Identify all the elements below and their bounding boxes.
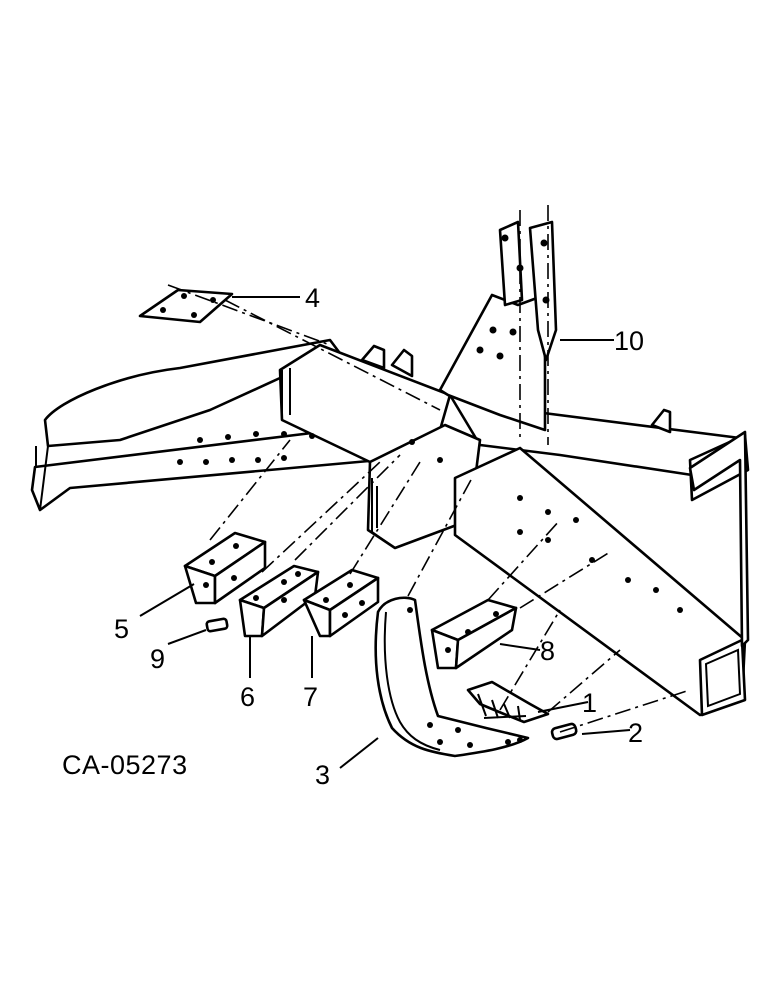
callout-4: 4 <box>305 283 320 313</box>
assembly-centerlines <box>167 205 691 733</box>
callout-8: 8 <box>540 636 555 666</box>
hitch-mast <box>438 220 558 432</box>
bracket-5 <box>183 531 267 605</box>
callout-7: 7 <box>303 682 318 712</box>
shank <box>374 596 530 758</box>
pin-9 <box>205 617 229 633</box>
callout-9: 9 <box>150 644 165 674</box>
callout-1: 1 <box>582 688 597 718</box>
tripper-spring <box>466 680 550 724</box>
figure-id: CA-05273 <box>62 750 188 780</box>
bracket-8 <box>430 598 518 670</box>
callout-5: 5 <box>114 614 129 644</box>
callout-2: 2 <box>628 718 643 748</box>
bracket-6 <box>238 564 320 638</box>
callouts: 1 2 3 4 5 6 7 8 9 10 <box>114 283 644 790</box>
callout-10: 10 <box>614 326 644 356</box>
callout-3: 3 <box>315 760 330 790</box>
bracket-7 <box>302 568 380 638</box>
callout-6: 6 <box>240 682 255 712</box>
plate <box>138 288 234 324</box>
main-frame <box>30 338 750 717</box>
